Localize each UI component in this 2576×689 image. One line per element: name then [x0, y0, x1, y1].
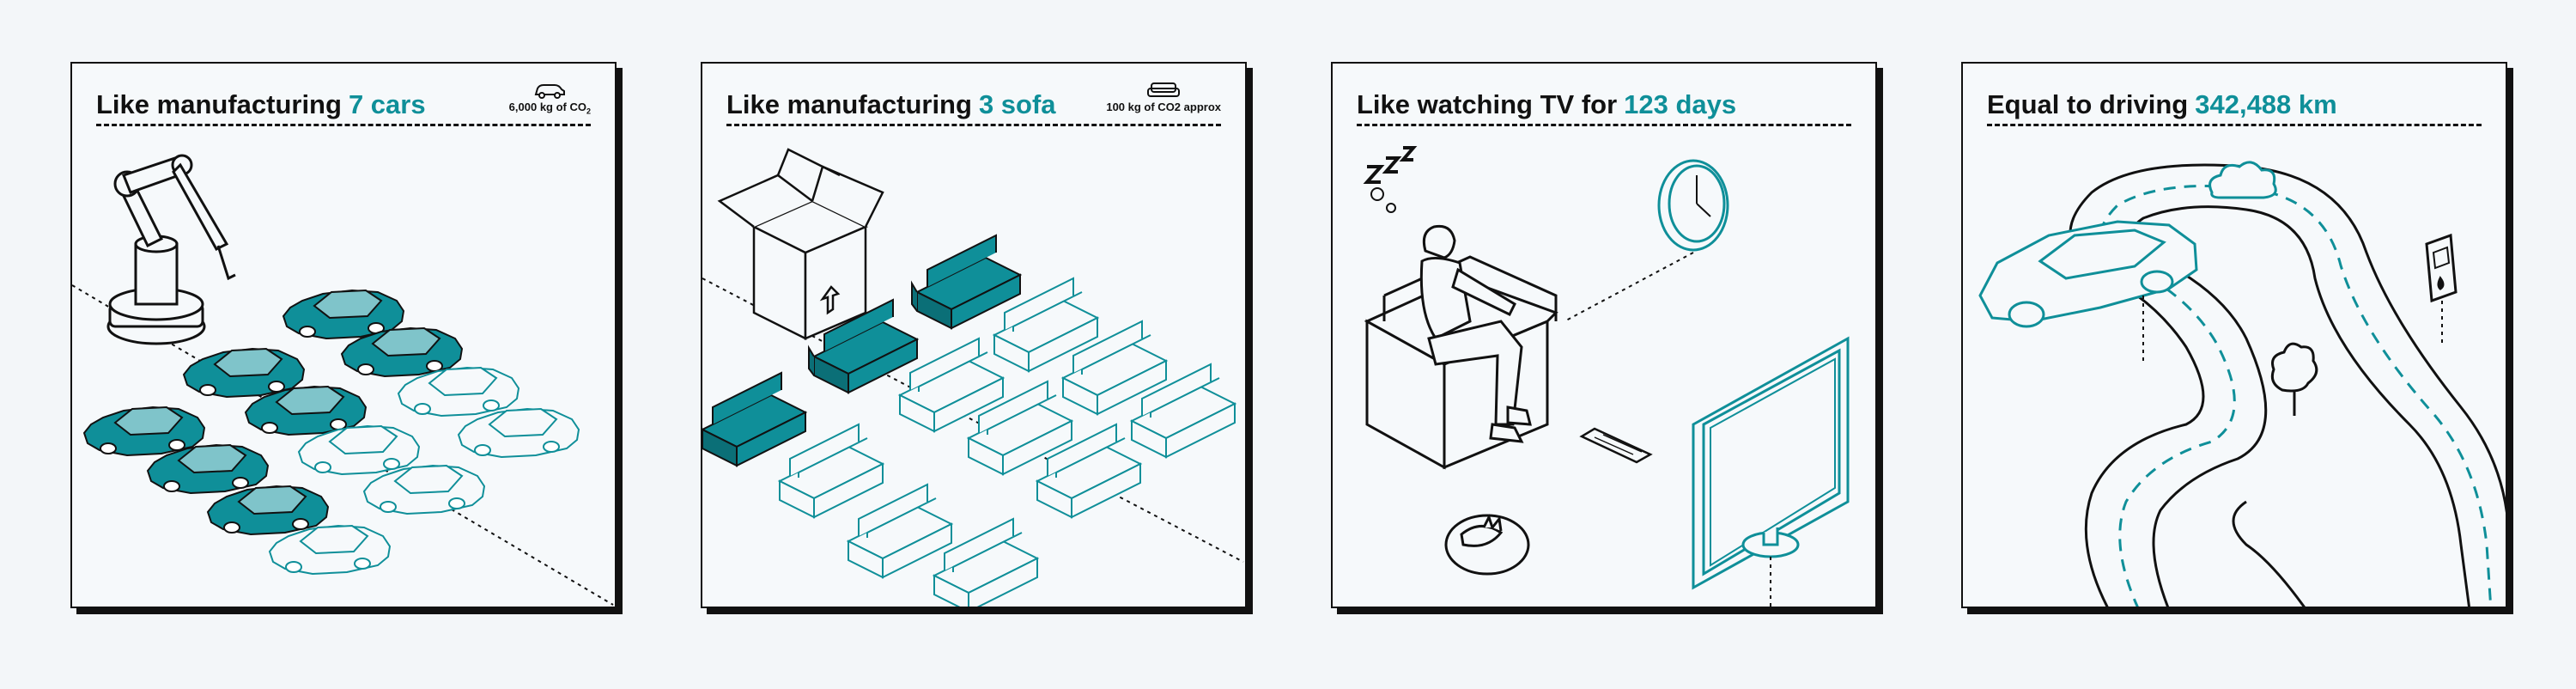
co2-note: 100 kg of CO2 approx: [1106, 81, 1221, 115]
panel-highlight: 7 cars: [348, 89, 426, 119]
car-solid: [207, 485, 329, 535]
sleeping-cat: [1444, 514, 1530, 576]
co2-note: 6,000 kg of CO2: [509, 81, 591, 116]
sofa-icon: [1147, 82, 1181, 97]
co2-note-text: 6,000 kg of CO2: [508, 101, 591, 116]
sleep-zzz-icon: [1363, 146, 1418, 213]
road-center-line: [2099, 185, 2493, 607]
car-driving: [1978, 220, 2198, 328]
panel-highlight: 3 sofa: [978, 89, 1056, 119]
cardboard-box: [717, 148, 884, 341]
panel-highlight: 342,488 km: [2195, 89, 2337, 119]
tree-icon: [2270, 342, 2318, 416]
car-outline: [269, 525, 391, 575]
robot-arm: [106, 154, 236, 345]
charging-station-icon: [2425, 233, 2458, 303]
road-illustration: [1978, 161, 2506, 607]
sofa-solid: [702, 372, 806, 466]
clock-icon: [1657, 159, 1729, 252]
tv-illustration: [1363, 146, 1850, 607]
sofa-outline: [848, 484, 952, 578]
television-icon: [1692, 336, 1850, 590]
cars-illustration: [72, 154, 614, 606]
remote-control-icon: [1579, 427, 1653, 464]
sofa-outline: [779, 424, 884, 518]
car-outline: [458, 408, 580, 458]
car-outline: [363, 465, 485, 515]
car-icon: [535, 84, 566, 99]
sofa-illustration: [702, 148, 1244, 607]
sleeping-person: [1419, 224, 1532, 443]
exhaust-cloud-icon: [2208, 161, 2277, 199]
panel-highlight: 123 days: [1624, 89, 1737, 119]
co2-note-text: 100 kg of CO2 approx: [1106, 101, 1221, 113]
